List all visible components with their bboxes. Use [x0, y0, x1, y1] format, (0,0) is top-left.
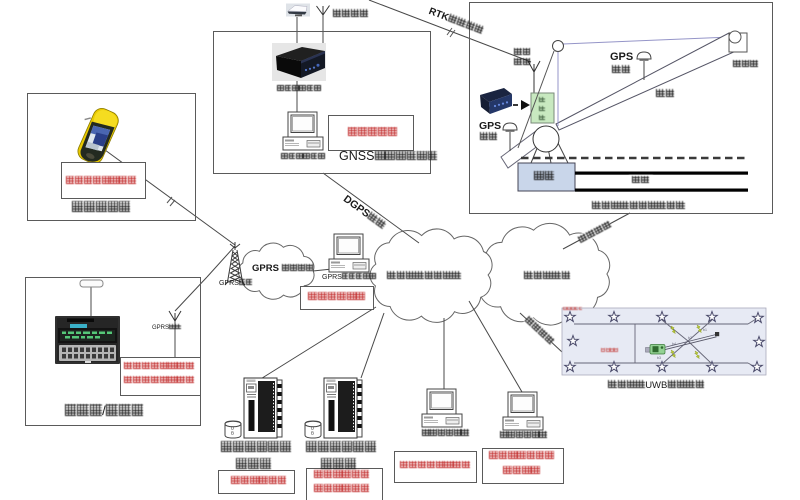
svg-text:b4: b4: [672, 342, 676, 346]
svg-text:b3: b3: [657, 356, 661, 360]
svg-text:b2: b2: [688, 336, 692, 340]
svg-text:b1: b1: [703, 328, 707, 332]
